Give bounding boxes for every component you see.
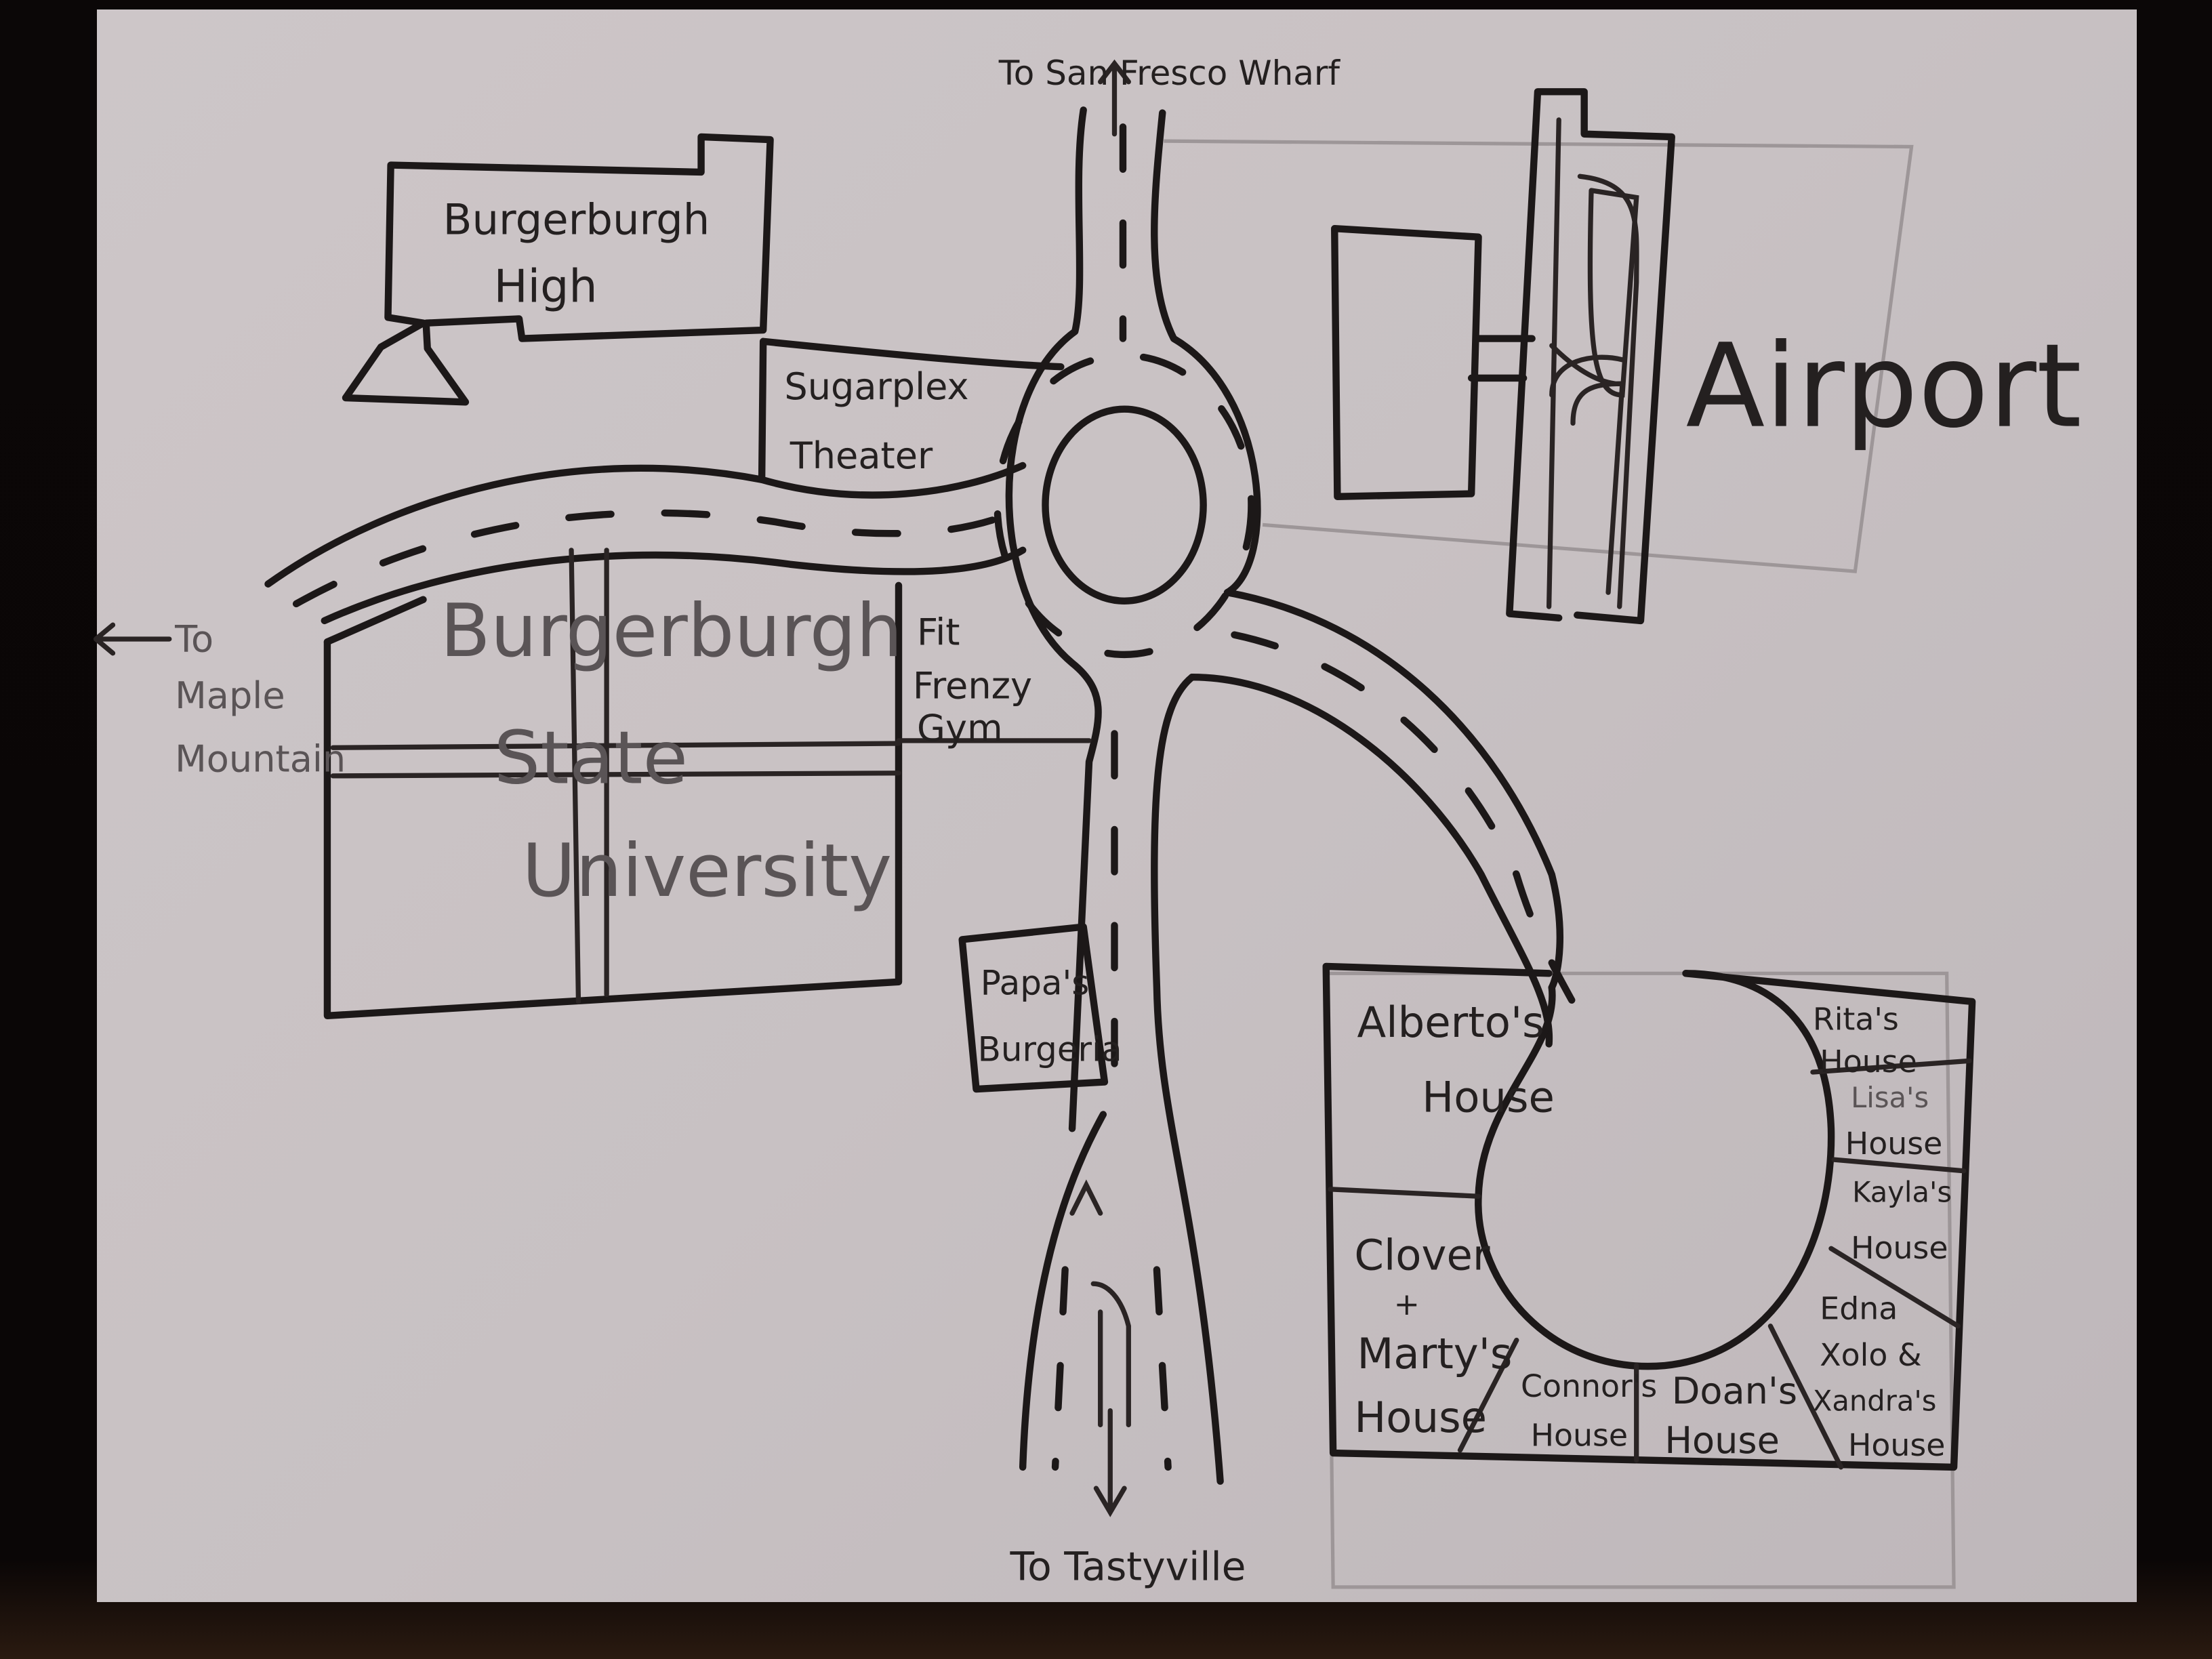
- west-direction-label-3: Mountain: [175, 738, 346, 781]
- house-lisa[interactable]: Lisa's House: [1845, 1081, 1942, 1162]
- house-edna-xolo-xandra[interactable]: Edna Xolo & Xandra's House: [1813, 1290, 1946, 1463]
- high-school-label: Burgerburgh: [443, 195, 710, 245]
- university-label-3: University: [522, 828, 892, 914]
- house-label: House: [1354, 1393, 1487, 1442]
- house-label: Alberto's: [1357, 998, 1544, 1047]
- house-label: Kayla's: [1852, 1176, 1952, 1209]
- burgerburgh-high[interactable]: Burgerburgh High: [342, 133, 774, 406]
- west-road[interactable]: [264, 462, 1027, 625]
- south-road[interactable]: [1019, 673, 1224, 1517]
- house-label: House: [1531, 1417, 1628, 1454]
- cul-de-sac-neighborhood[interactable]: Alberto's House Clover + Marty's House C…: [1322, 962, 1976, 1471]
- house-doan[interactable]: Doan's House: [1664, 1370, 1797, 1462]
- north-direction-label: To San Fresco Wharf: [998, 54, 1341, 93]
- west-arrow-icon: [93, 622, 172, 656]
- house-label: House: [1848, 1427, 1945, 1463]
- house-alberto[interactable]: Alberto's House: [1357, 998, 1555, 1122]
- airport-label: Airport: [1686, 320, 2082, 454]
- gym-label-3: Gym: [917, 707, 1003, 750]
- house-label: House: [1664, 1419, 1780, 1462]
- house-label: Lisa's: [1851, 1081, 1929, 1114]
- house-label: House: [1845, 1125, 1942, 1162]
- airport[interactable]: Airport: [1331, 88, 2082, 625]
- north-arrow-icon: [1098, 59, 1131, 137]
- fit-frenzy-gym[interactable]: Fit Frenzy Gym: [913, 611, 1032, 750]
- southeast-road[interactable]: [1188, 589, 1584, 1048]
- burgerburgh-state-university[interactable]: Burgerburgh State University: [323, 548, 1092, 1019]
- gym-label-2: Frenzy: [913, 664, 1032, 707]
- house-label: Doan's: [1672, 1370, 1797, 1412]
- restaurant-label: Papa's: [981, 964, 1090, 1003]
- house-kayla[interactable]: Kayla's House: [1851, 1176, 1952, 1266]
- house-label: House: [1851, 1229, 1948, 1266]
- house-label: +: [1394, 1286, 1420, 1322]
- south-direction-label: To Tastyville: [1009, 1543, 1246, 1589]
- gym-label: Fit: [917, 611, 960, 653]
- papas-burgeria[interactable]: Papa's Burgeria: [958, 923, 1122, 1093]
- house-label: Connor's: [1521, 1368, 1657, 1404]
- university-label: Burgerburgh: [440, 588, 902, 674]
- south-arrow-icon: [1093, 1408, 1127, 1517]
- theater-label: Sugarplex: [784, 365, 968, 408]
- house-label: Marty's: [1357, 1329, 1513, 1378]
- roundabout[interactable]: [994, 59, 1261, 1132]
- west-direction-label-2: Maple: [175, 674, 285, 717]
- house-label: Rita's: [1813, 1001, 1899, 1038]
- paper-sheet: [97, 9, 2137, 1602]
- west-direction-label: To: [174, 618, 213, 661]
- house-label: House: [1820, 1043, 1917, 1080]
- house-label: Edna: [1820, 1290, 1898, 1326]
- university-label-2: State: [494, 715, 689, 800]
- sugarplex-theater[interactable]: Sugarplex Theater: [758, 337, 1065, 483]
- house-label: House: [1422, 1072, 1555, 1122]
- theater-label-2: Theater: [790, 434, 933, 477]
- house-label: Xandra's: [1813, 1385, 1937, 1418]
- northbound-arrow-icon: [1069, 1179, 1103, 1216]
- restaurant-label-2: Burgeria: [978, 1029, 1122, 1069]
- house-label: Xolo &: [1820, 1336, 1921, 1373]
- house-rita[interactable]: Rita's House: [1813, 1001, 1917, 1080]
- house-clover-marty[interactable]: Clover + Marty's House: [1354, 1230, 1512, 1441]
- high-school-label-2: High: [494, 260, 598, 312]
- house-label: Clover: [1354, 1230, 1490, 1279]
- house-connor[interactable]: Connor's House: [1521, 1368, 1657, 1454]
